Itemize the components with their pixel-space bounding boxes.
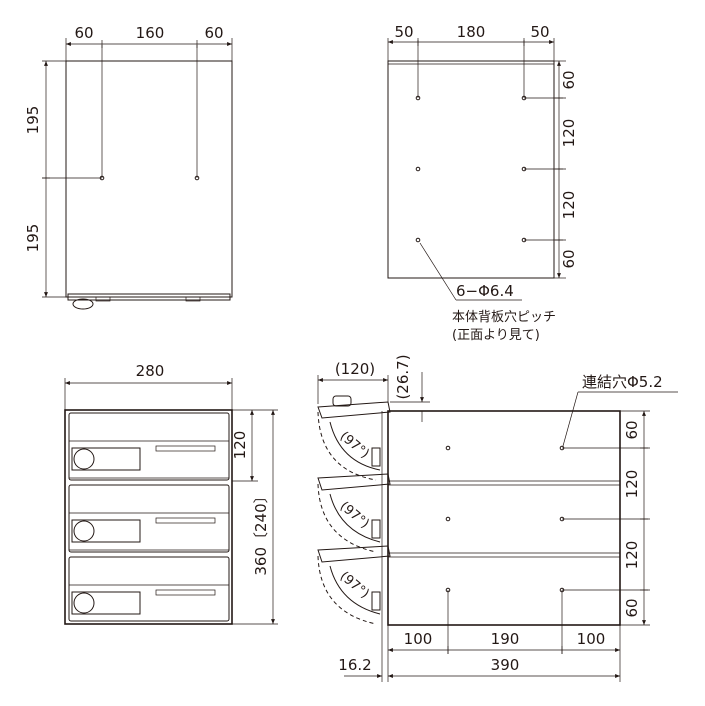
dim-label: 160 [136,24,165,42]
dim-label: 280 [136,362,165,380]
callout-leader [419,242,457,301]
dim-label: 195 [24,224,42,253]
dim-label: 120 [231,431,249,460]
mount-hole [415,237,421,243]
dim-label: 50 [394,23,413,41]
front-view-foot [95,296,111,302]
dim-label: 190 [491,630,520,648]
dim-label: 120 [623,470,641,499]
dim-label: 120 [623,541,641,570]
back-view: 50 180 50 60 120 120 60 6−Φ6.4 本体背板穴ピッチ … [387,23,578,343]
connection-hole [445,445,451,451]
front-view-foot-2 [185,296,201,302]
front-view: 60 160 60 195 195 [24,24,233,310]
dim-label: 16.2 [338,656,371,674]
front-view-outline [65,60,233,298]
dim-label: 60 [623,420,641,439]
angle-label: (97°) [337,499,372,532]
mount-hole [415,166,421,172]
front-view-knob [72,298,94,310]
note-line-2: (正面より見て) [452,328,540,343]
name-plate [71,591,141,615]
unit-front-view: 280 120 360〔240〕 [64,362,278,625]
dim-label: 120 [560,191,578,220]
open-door: (97°) [317,473,391,553]
callout-leader [562,391,579,447]
dim-label: (26.7) [394,354,412,399]
dim-label: 100 [577,630,606,648]
mailbox-door [68,556,230,622]
dim-label: 390 [491,656,520,674]
angle-label: (97°) [337,429,372,462]
mailbox-door [68,484,230,553]
dim-label: 180 [457,23,486,41]
dim-label: 60 [74,24,93,42]
dim-label: 60 [623,598,641,617]
note-line-1: 本体背板穴ピッチ [452,310,556,325]
name-plate [71,519,141,543]
hole-spec: 6−Φ6.4 [456,282,514,300]
side-body [387,410,621,626]
dim-label: 360〔240〕 [252,488,270,575]
dial-lock-icon [73,448,95,470]
dim-label: 195 [24,106,42,135]
name-plate [71,447,141,471]
dim-label: (120) [335,360,375,378]
dim-label: 50 [530,23,549,41]
unit-outline [64,409,233,625]
side-view: (97°) (97°) (97°) (120) (26.7) 連結穴Φ5.2 [317,354,678,682]
dim-label: 100 [404,630,433,648]
connection-hole [445,516,451,522]
dial-lock-icon [73,520,95,542]
angle-label: (97°) [337,569,372,602]
back-view-outline [387,60,555,279]
open-door: (97°) [317,545,391,625]
mailbox-door [68,412,230,481]
dial-lock-icon [73,592,95,614]
hole-callout: 連結穴Φ5.2 [582,373,663,391]
dim-label: 60 [204,24,223,42]
dim-label: 60 [560,249,578,268]
dim-label: 60 [560,70,578,89]
open-door: (97°) [317,395,391,481]
dim-label: 120 [560,119,578,148]
